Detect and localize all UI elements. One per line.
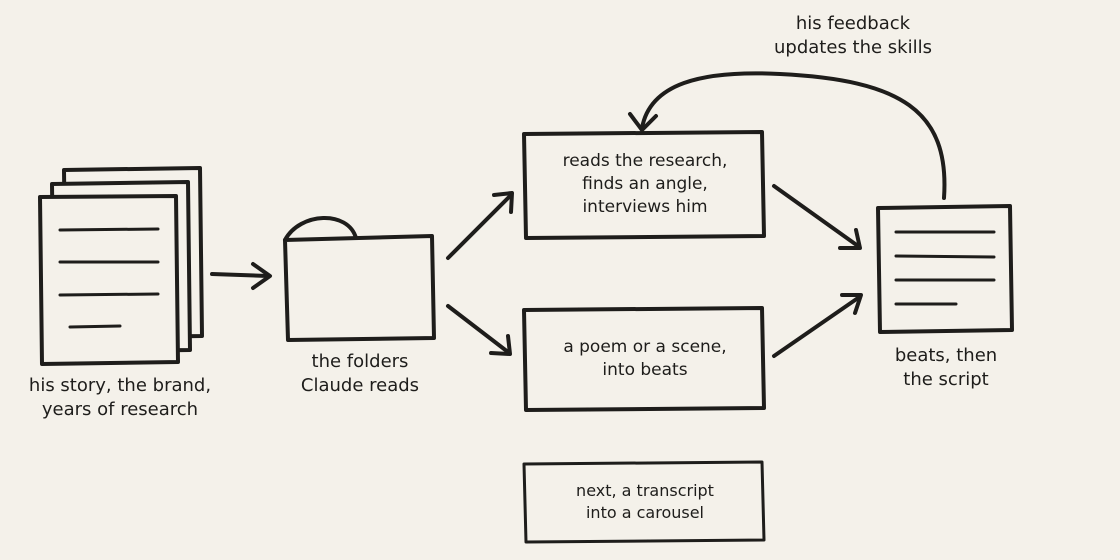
feedback-label: his feedback updates the skills [748, 12, 958, 60]
script-label: beats, then the script [866, 344, 1026, 392]
next-box-line: into a carousel [585, 503, 704, 522]
sources-label-line: his story, the brand, [28, 375, 212, 396]
document-stack-icon [38, 166, 204, 366]
next-box-text: next, a transcript into a carousel [526, 480, 764, 524]
arrow-poem-to-script [772, 293, 863, 358]
arrow-folder-to-research [446, 191, 514, 260]
sources-label-line: years of research [41, 399, 199, 420]
sources-label: his story, the brand, years of research [10, 374, 230, 422]
arrow-docs-to-folder [210, 262, 272, 290]
feedback-label-line: his feedback [795, 13, 911, 34]
folder-icon [283, 216, 436, 342]
feedback-label-line: updates the skills [774, 37, 932, 58]
next-box-line: next, a transcript [576, 481, 714, 500]
poem-box [522, 306, 766, 412]
poem-box-line: into beats [602, 360, 688, 380]
poem-box-text: a poem or a scene, into beats [526, 336, 764, 382]
folders-label-line: Claude reads [300, 375, 420, 396]
arrow-folder-to-poem [446, 304, 512, 356]
poem-box-line: a poem or a scene, [563, 337, 727, 357]
research-box-text: reads the research, finds an angle, inte… [526, 150, 764, 219]
script-label-line: beats, then [894, 345, 998, 366]
research-box-line: finds an angle, [582, 174, 708, 194]
feedback-loop-arrow [628, 71, 947, 200]
research-box-line: interviews him [582, 197, 708, 217]
script-label-line: the script [903, 369, 989, 390]
next-box [522, 460, 766, 544]
folders-label: the folders Claude reads [280, 350, 440, 398]
folders-label-line: the folders [311, 351, 409, 372]
script-document-icon [876, 204, 1014, 334]
research-box [522, 130, 766, 240]
research-box-line: reads the research, [562, 151, 728, 171]
arrow-research-to-script [772, 184, 862, 250]
